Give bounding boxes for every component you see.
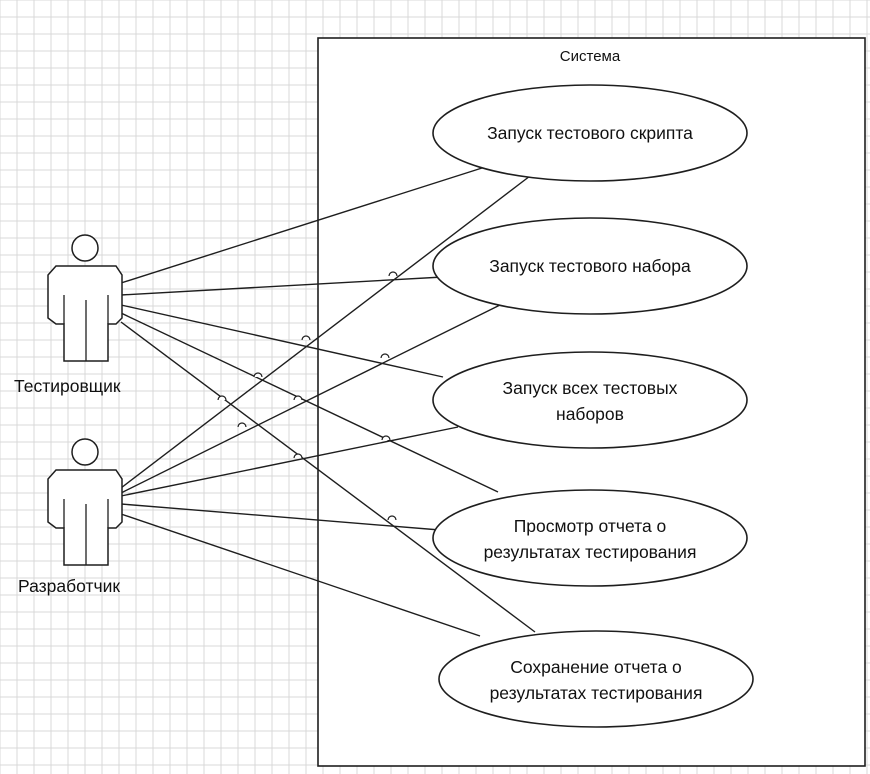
association-line-developer-run-all-suites <box>120 426 459 497</box>
use-case-run-suite[interactable]: Запуск тестового набора <box>432 217 748 315</box>
line-jump <box>301 335 311 341</box>
system-title: Система <box>560 48 621 65</box>
line-jump <box>387 515 397 521</box>
use-case-view-report[interactable]: Просмотр отчета о результатах тестирован… <box>432 489 748 587</box>
association-line-tester-run-all-suites <box>120 304 444 378</box>
use-case-label-line-2: наборов <box>556 404 624 424</box>
use-case-run-script[interactable]: Запуск тестового скрипта <box>432 84 748 182</box>
line-jump <box>253 372 263 378</box>
association-line-tester-run-suite <box>120 276 444 296</box>
association-line-tester-run-script <box>120 167 483 284</box>
use-case-label-line-2: результатах тестирования <box>490 683 703 703</box>
line-jump <box>381 435 391 441</box>
association-line-developer-run-script <box>120 175 531 489</box>
use-case-save-report[interactable]: Сохранение отчета о результатах тестиров… <box>438 630 754 728</box>
actor-label: Разработчик <box>18 576 120 596</box>
use-case-label-line-1: Сохранение отчета о <box>510 657 682 677</box>
line-jump <box>388 271 398 277</box>
line-jump <box>217 395 227 401</box>
use-case-label-line-1: Запуск всех тестовых <box>503 378 678 398</box>
association-line-tester-save-report <box>120 321 536 633</box>
association-line-tester-view-report <box>120 312 499 493</box>
use-case-label-line-1: Просмотр отчета о <box>514 516 667 536</box>
line-jump <box>293 453 303 459</box>
actor-label: Тестировщик <box>14 376 121 396</box>
use-case-run-all-suites[interactable]: Запуск всех тестовых наборов <box>432 351 748 449</box>
association-line-developer-run-suite <box>120 304 501 494</box>
line-jump <box>380 353 390 359</box>
use-case-label: Запуск тестового скрипта <box>487 123 693 143</box>
use-case-label: Запуск тестового набора <box>489 256 691 276</box>
association-line-developer-save-report <box>120 513 481 637</box>
person-actor-icon <box>47 438 123 566</box>
use-case-label-line-2: результатах тестирования <box>484 542 697 562</box>
actor-tester[interactable]: Тестировщик <box>14 234 123 396</box>
line-jump <box>293 395 303 401</box>
association-line-developer-view-report <box>120 503 441 531</box>
line-jump <box>237 422 247 428</box>
associations <box>120 167 536 637</box>
actor-developer[interactable]: Разработчик <box>18 438 123 596</box>
person-actor-icon <box>47 234 123 362</box>
